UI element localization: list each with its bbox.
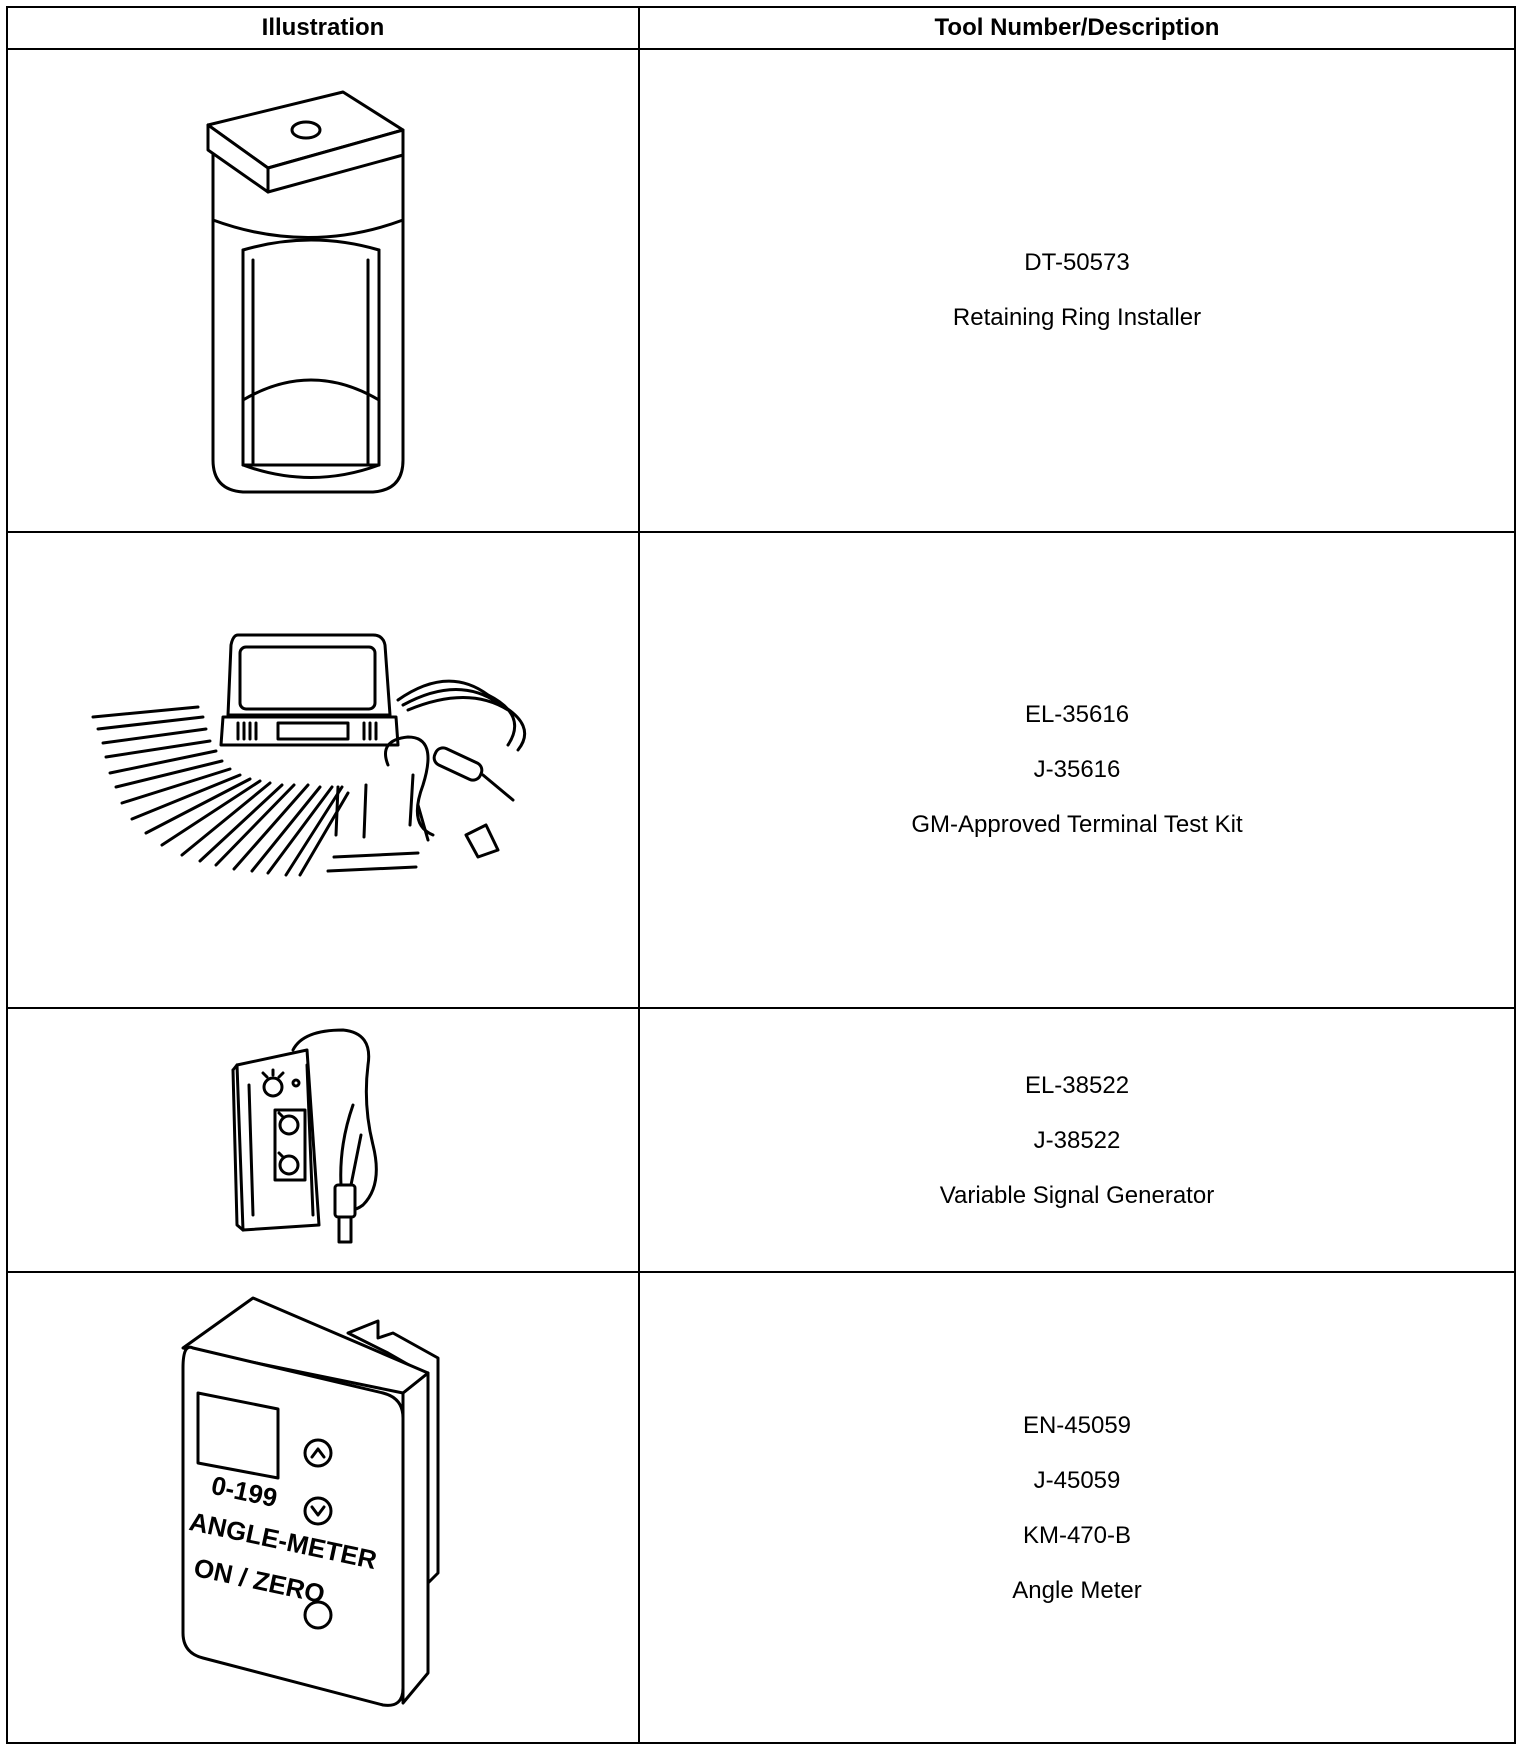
illustration-cell xyxy=(6,1007,640,1274)
terminal-test-kit-drawing xyxy=(91,633,527,877)
retaining-ring-installer-drawing xyxy=(206,90,405,494)
header-illustration: Illustration xyxy=(6,6,640,50)
table-row: EL-38522 J-38522 Variable Signal Generat… xyxy=(6,1007,1516,1274)
header-tool-number-description: Tool Number/Description xyxy=(638,6,1516,50)
tool-number: EL-38522 xyxy=(1024,1071,1130,1099)
variable-signal-generator-drawing xyxy=(231,1028,378,1244)
table-row: DT-50573 Retaining Ring Installer xyxy=(6,48,1516,533)
description-cell: EN-45059 J-45059 KM-470-B Angle Meter xyxy=(638,1271,1516,1744)
description-cell: EL-38522 J-38522 Variable Signal Generat… xyxy=(638,1007,1516,1274)
table-row: EL-35616 J-35616 GM-Approved Terminal Te… xyxy=(6,530,1516,1010)
description-cell: EL-35616 J-35616 GM-Approved Terminal Te… xyxy=(638,530,1516,1010)
illustration-cell: 0-199 ANGLE-METER ON / ZERO xyxy=(6,1271,640,1744)
tool-number: J-38522 xyxy=(1033,1126,1121,1154)
illustration-cell xyxy=(6,48,640,533)
tool-description: Retaining Ring Installer xyxy=(952,304,1202,332)
tool-number: EN-45059 xyxy=(1022,1411,1132,1439)
illustration-cell xyxy=(6,530,640,1010)
table-row: 0-199 ANGLE-METER ON / ZERO EN-45059 J-4… xyxy=(6,1271,1516,1744)
special-tools-table: Illustration Tool Number/Description xyxy=(6,6,1516,1744)
tool-description: Angle Meter xyxy=(1012,1576,1142,1604)
angle-meter-drawing: 0-199 ANGLE-METER ON / ZERO xyxy=(181,1296,440,1707)
description-cell: DT-50573 Retaining Ring Installer xyxy=(638,48,1516,533)
tool-number: EL-35616 xyxy=(1024,701,1130,729)
tool-number: J-45059 xyxy=(1033,1466,1121,1494)
tool-number: J-35616 xyxy=(1033,756,1121,784)
tool-number: KM-470-B xyxy=(1022,1521,1132,1549)
tool-description: Variable Signal Generator xyxy=(939,1181,1215,1209)
tool-number: DT-50573 xyxy=(1024,249,1130,277)
header-row: Illustration Tool Number/Description xyxy=(6,6,1516,50)
tool-description: GM-Approved Terminal Test Kit xyxy=(911,811,1243,839)
